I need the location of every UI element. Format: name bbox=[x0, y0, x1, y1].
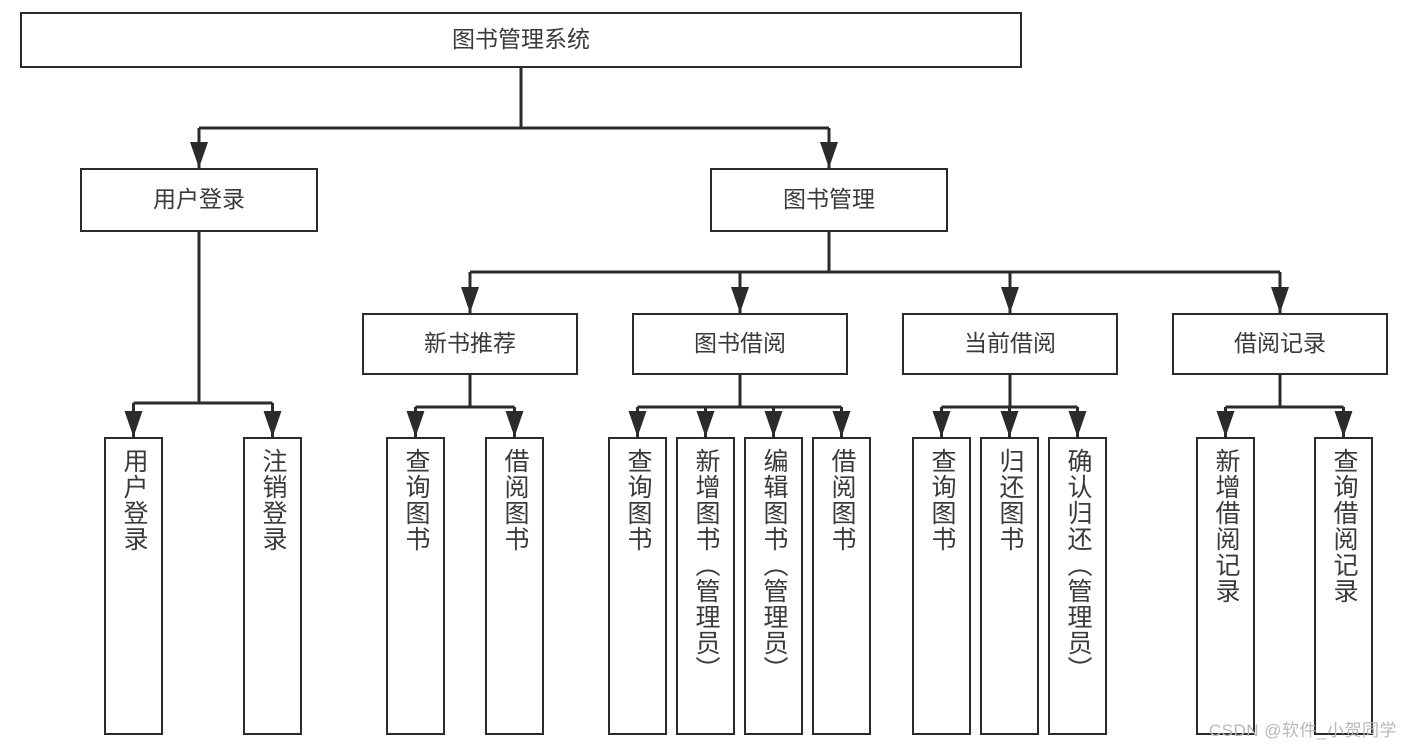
arrowhead-icon-leaf-bb-borrow bbox=[832, 411, 851, 437]
arrowhead-icon-current-borrow bbox=[1001, 287, 1019, 313]
node-leaf-cb-confirm[interactable]: 确认归还（管理员） bbox=[1048, 437, 1107, 735]
node-label-leaf-cb-confirm: 确认归还（管理员） bbox=[1064, 448, 1092, 682]
node-leaf-rec-borrow[interactable]: 借阅图书 bbox=[485, 437, 544, 735]
node-label-book-borrow: 图书借阅 bbox=[694, 330, 786, 357]
node-label-leaf-bb-borrow: 借阅图书 bbox=[828, 448, 856, 552]
node-root[interactable]: 图书管理系统 bbox=[20, 12, 1022, 68]
node-label-borrow-record: 借阅记录 bbox=[1234, 330, 1326, 357]
arrowhead-icon-leaf-br-add bbox=[1216, 411, 1235, 437]
node-current-borrow[interactable]: 当前借阅 bbox=[902, 313, 1118, 375]
arrowhead-icon-book-borrow bbox=[731, 287, 749, 313]
node-label-leaf-cb-return: 归还图书 bbox=[996, 448, 1024, 552]
arrowhead-icon-leaf-bb-query bbox=[628, 411, 647, 437]
node-label-leaf-rec-borrow: 借阅图书 bbox=[501, 448, 529, 552]
node-leaf-bb-edit[interactable]: 编辑图书（管理员） bbox=[744, 437, 803, 735]
node-leaf-user-logout[interactable]: 注销登录 bbox=[243, 437, 302, 735]
arrowhead-icon-borrow-record bbox=[1271, 287, 1289, 313]
arrowhead-icon-leaf-user-logout bbox=[263, 411, 282, 437]
node-new-book-rec[interactable]: 新书推荐 bbox=[362, 313, 578, 375]
arrowhead-icon-leaf-bb-edit bbox=[764, 411, 783, 437]
arrowhead-icon-leaf-br-query bbox=[1334, 411, 1353, 437]
arrowhead-icon-leaf-rec-query bbox=[406, 411, 425, 437]
arrowhead-icon-leaf-user-login bbox=[124, 411, 143, 437]
node-label-leaf-bb-query: 查询图书 bbox=[624, 448, 652, 552]
arrowhead-icon-leaf-rec-borrow bbox=[505, 411, 524, 437]
node-leaf-user-login[interactable]: 用户登录 bbox=[104, 437, 163, 735]
node-label-leaf-cb-query: 查询图书 bbox=[928, 448, 956, 552]
node-label-leaf-user-login: 用户登录 bbox=[120, 448, 148, 552]
arrowhead-icon-leaf-cb-return bbox=[1000, 411, 1019, 437]
node-label-root: 图书管理系统 bbox=[452, 26, 590, 53]
node-leaf-bb-add[interactable]: 新增图书（管理员） bbox=[676, 437, 735, 735]
node-borrow-record[interactable]: 借阅记录 bbox=[1172, 313, 1388, 375]
node-leaf-br-add[interactable]: 新增借阅记录 bbox=[1196, 437, 1255, 735]
arrowhead-icon-leaf-cb-query bbox=[932, 411, 951, 437]
node-user-login[interactable]: 用户登录 bbox=[80, 168, 318, 232]
node-label-leaf-user-logout: 注销登录 bbox=[259, 448, 287, 552]
node-label-leaf-bb-add: 新增图书（管理员） bbox=[692, 448, 720, 682]
arrowhead-icon-leaf-cb-confirm bbox=[1068, 411, 1087, 437]
node-leaf-rec-query[interactable]: 查询图书 bbox=[386, 437, 445, 735]
node-label-new-book-rec: 新书推荐 bbox=[424, 330, 516, 357]
arrowhead-icon-user-login bbox=[190, 142, 208, 168]
node-leaf-cb-return[interactable]: 归还图书 bbox=[980, 437, 1039, 735]
node-leaf-br-query[interactable]: 查询借阅记录 bbox=[1314, 437, 1373, 735]
node-label-user-login: 用户登录 bbox=[153, 186, 245, 213]
csdn-watermark: CSDN @软件_小贺同学 bbox=[1208, 721, 1397, 740]
node-label-leaf-br-add: 新增借阅记录 bbox=[1212, 448, 1240, 604]
node-leaf-cb-query[interactable]: 查询图书 bbox=[912, 437, 971, 735]
node-book-borrow[interactable]: 图书借阅 bbox=[632, 313, 848, 375]
node-label-leaf-br-query: 查询借阅记录 bbox=[1330, 448, 1358, 604]
arrowhead-icon-leaf-bb-add bbox=[696, 411, 715, 437]
arrowhead-icon-new-book-rec bbox=[461, 287, 479, 313]
node-label-leaf-bb-edit: 编辑图书（管理员） bbox=[760, 448, 788, 682]
node-label-book-manage: 图书管理 bbox=[783, 186, 875, 213]
node-label-current-borrow: 当前借阅 bbox=[964, 330, 1056, 357]
arrowhead-icon-book-manage bbox=[820, 142, 838, 168]
node-book-manage[interactable]: 图书管理 bbox=[710, 168, 948, 232]
node-label-leaf-rec-query: 查询图书 bbox=[402, 448, 430, 552]
node-leaf-bb-borrow[interactable]: 借阅图书 bbox=[812, 437, 871, 735]
node-leaf-bb-query[interactable]: 查询图书 bbox=[608, 437, 667, 735]
